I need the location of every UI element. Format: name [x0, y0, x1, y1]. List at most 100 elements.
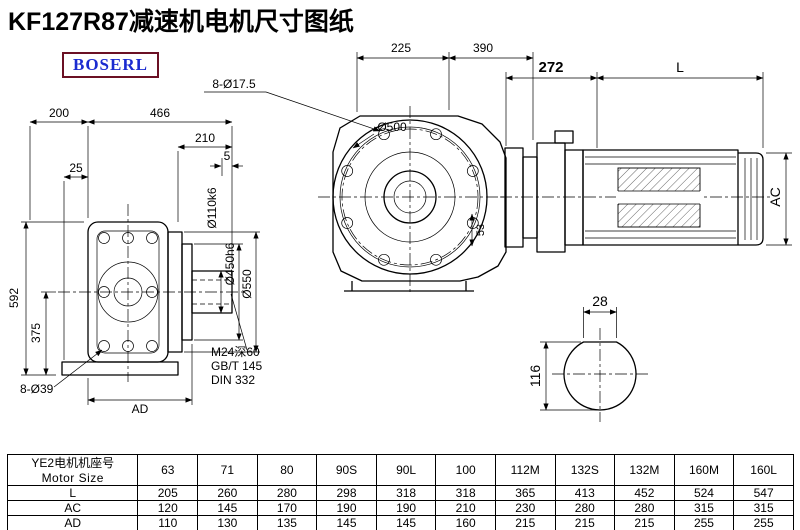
cell: 298: [316, 485, 377, 501]
size-col: 90L: [375, 454, 437, 486]
cell: 318: [375, 485, 437, 501]
holes-callout: 8-Ø39: [20, 382, 54, 396]
spigot-label: Ø450h6: [223, 242, 237, 285]
dim-200: 200: [49, 106, 69, 120]
dim-390: 390: [473, 41, 493, 55]
motor-flange: [536, 142, 566, 253]
cell: 110: [137, 515, 199, 530]
size-col: 80: [256, 454, 318, 486]
size-col: 160L: [733, 454, 794, 486]
motor-endbell: [564, 149, 584, 246]
motor-side-view: [500, 130, 772, 253]
dim-l: L: [676, 59, 684, 75]
cell: 135: [256, 515, 318, 530]
bore-label: Ø110k6: [205, 187, 219, 228]
lifting-eye: [554, 130, 574, 144]
dim-53: 53: [475, 224, 487, 236]
cell: 524: [673, 485, 735, 501]
dim-116: 116: [527, 365, 543, 388]
size-col: 71: [197, 454, 258, 486]
table-header-row: YE2电机机座号 Motor Size 63 71 80 90S 90L 100…: [6, 454, 794, 486]
cell: 145: [197, 500, 258, 516]
size-col: 90S: [316, 454, 377, 486]
cell: 452: [614, 485, 675, 501]
top-view: [318, 106, 507, 292]
cell: 205: [137, 485, 199, 501]
technical-drawing: 200 466 210 5 25 592 375 8-Ø39 AD Ø110k6…: [7, 41, 792, 422]
cell: 315: [673, 500, 735, 516]
table-row-l: L 205 260 280 298 318 318 365 413 452 52…: [6, 485, 794, 501]
shaft-keyed-profile: [563, 341, 637, 411]
brand-logo: BOSERL: [62, 52, 159, 78]
dim-225: 225: [391, 41, 411, 55]
thread-note-3: DIN 332: [211, 373, 255, 387]
front-view: [58, 204, 246, 382]
motor-size-header: YE2电机机座号 Motor Size: [6, 454, 139, 486]
size-col: 63: [137, 454, 199, 486]
cell: 280: [554, 500, 616, 516]
front-bolt-holes: [98, 232, 158, 352]
dim-28: 28: [592, 293, 608, 309]
cell: 260: [197, 485, 258, 501]
dim-592: 592: [7, 288, 21, 308]
flange-label: Ø550: [240, 269, 254, 299]
fan-cover: [738, 152, 764, 246]
motor-size-header-cn: YE2电机机座号: [31, 455, 115, 470]
dim-466: 466: [150, 106, 170, 120]
cell: 210: [435, 500, 496, 516]
output-shaft: [191, 270, 233, 314]
cell: 190: [316, 500, 377, 516]
flange-holes-callout: 8-Ø17.5: [212, 77, 256, 91]
dim-210: 210: [195, 131, 215, 145]
cell: 130: [197, 515, 258, 530]
cell: 318: [435, 485, 496, 501]
row-label: L: [6, 485, 139, 501]
size-col: 112M: [494, 454, 556, 486]
table-row-ac: AC 120 145 170 190 190 210 230 280 280 3…: [6, 500, 794, 516]
size-col: 160M: [673, 454, 735, 486]
dim-25: 25: [69, 161, 83, 175]
thread-note-1: M24深60: [211, 345, 260, 359]
cell: 280: [614, 500, 675, 516]
cell: 160: [435, 515, 496, 530]
dim-375: 375: [29, 323, 43, 343]
flange-bolt-holes: [341, 128, 479, 266]
dim-272: 272: [538, 59, 563, 76]
cell: 145: [375, 515, 437, 530]
row-label: AC: [6, 500, 139, 516]
cell: 215: [494, 515, 556, 530]
cell: 190: [375, 500, 437, 516]
top-view-dimensions: 225 390 272 L AC 53 8-Ø17.5 Ø500: [204, 41, 792, 247]
brand-text: BOSERL: [73, 55, 148, 74]
size-col: 100: [435, 454, 496, 486]
motor-size-table: YE2电机机座号 Motor Size 63 71 80 90S 90L 100…: [6, 454, 794, 530]
cell: 255: [673, 515, 735, 530]
mounting-foot: [61, 361, 179, 376]
shaft-section: 28 116: [527, 293, 648, 422]
dim-ad: AD: [132, 402, 149, 416]
dim-ac: AC: [767, 187, 783, 206]
motor-size-table-wrap: YE2电机机座号 Motor Size 63 71 80 90S 90L 100…: [6, 454, 794, 530]
size-col: 132M: [614, 454, 675, 486]
cell: 120: [137, 500, 199, 516]
page-title: KF127R87减速机电机尺寸图纸: [8, 8, 354, 36]
cell: 215: [614, 515, 675, 530]
cell: 145: [316, 515, 377, 530]
cell: 230: [494, 500, 556, 516]
cell: 255: [733, 515, 794, 530]
cell: 365: [494, 485, 556, 501]
dim-5: 5: [224, 149, 231, 163]
size-col: 132S: [554, 454, 616, 486]
row-label: AD: [6, 515, 139, 530]
motor-body: [582, 149, 739, 246]
cell: 170: [256, 500, 318, 516]
thread-note-2: GB/T 145: [211, 359, 262, 373]
cell: 413: [554, 485, 616, 501]
cell: 215: [554, 515, 616, 530]
cell: 547: [733, 485, 794, 501]
flange-diameter-callout: Ø500: [377, 120, 407, 134]
front-view-dimensions: 200 466 210 5 25 592 375 8-Ø39 AD Ø110k6…: [7, 106, 262, 416]
cell: 280: [256, 485, 318, 501]
motor-size-header-en: Motor Size: [41, 470, 104, 485]
table-row-ad: AD 110 130 135 145 145 160 215 215 215 2…: [6, 515, 794, 530]
